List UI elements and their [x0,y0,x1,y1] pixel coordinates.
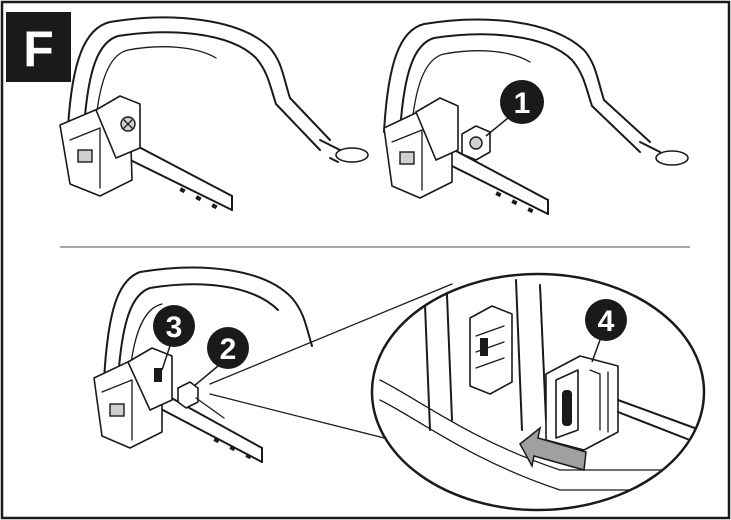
callout-3: 3 [153,305,195,347]
step-c-illustration [93,266,313,463]
callout-2-label: 2 [220,333,237,366]
callout-1-label: 1 [514,87,531,120]
zoom-lines [209,283,453,441]
zoom-detail [209,272,706,512]
panel-letter: F [23,21,54,77]
callout-4-label: 4 [598,305,615,338]
callout-3-leader [161,345,171,371]
step-a-illustration [59,16,369,211]
zoom-circle [370,272,706,512]
insert-arrow-icon [519,426,587,471]
panel-letter-badge: F [6,12,71,82]
callout-4: 4 [585,299,627,341]
callout-2: 2 [207,327,249,369]
callout-1: 1 [500,80,544,124]
callout-2-leader [193,365,219,387]
callout-3-label: 3 [166,311,183,344]
callout-4-leader [591,339,601,363]
step-b-illustration [383,18,689,215]
